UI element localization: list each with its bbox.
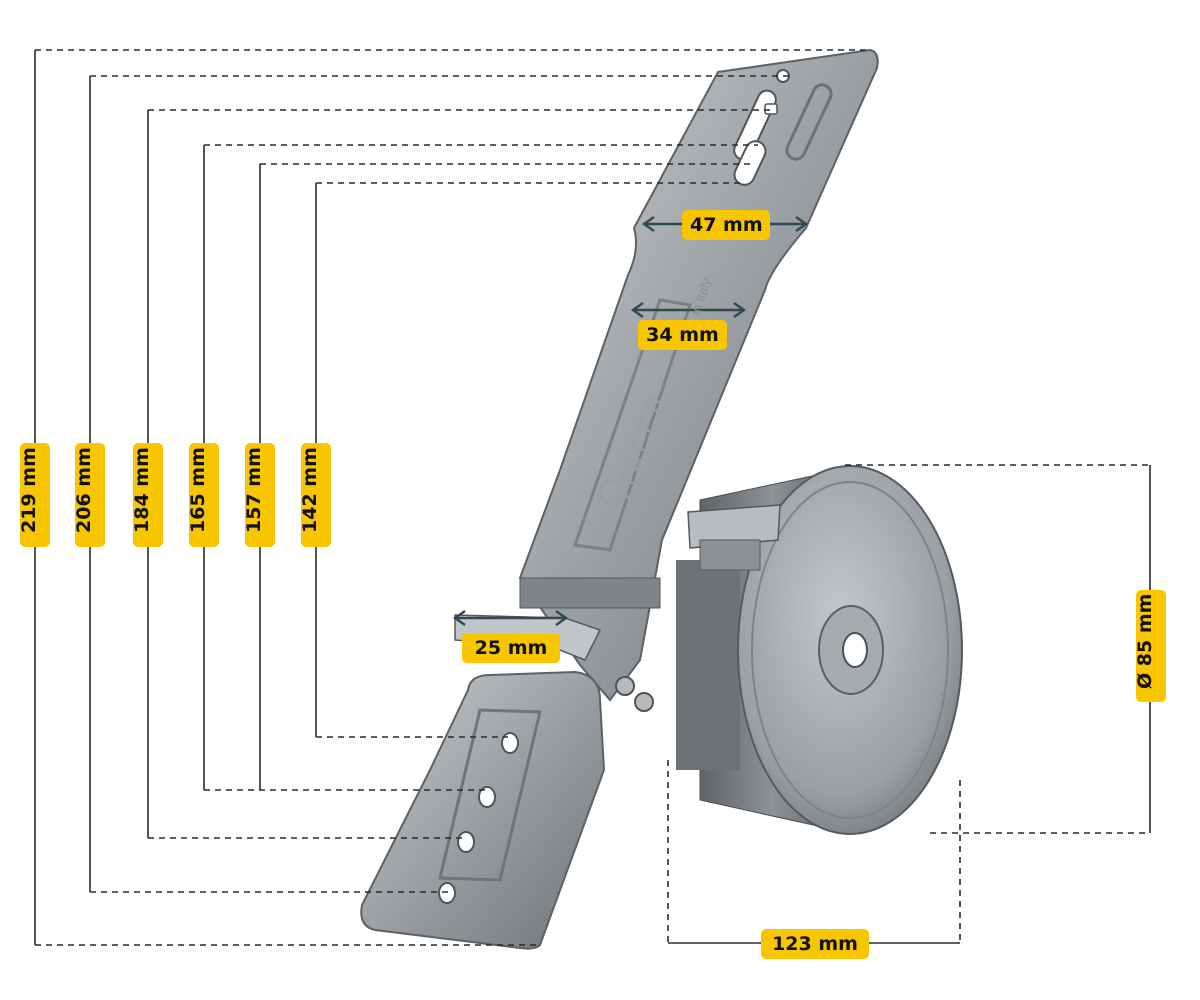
brand-logo-icon (598, 478, 626, 506)
height-label-165: 165 mm (187, 443, 219, 547)
height-label-219: 219 mm (18, 443, 50, 547)
mid-width-label: 34 mm (638, 320, 727, 350)
drum-housing (676, 560, 740, 770)
height-label-206: 206 mm (73, 443, 105, 547)
height-label-157: 157 mm (243, 443, 275, 547)
top-width-label: 47 mm (682, 210, 770, 240)
drum-axle-hole (842, 632, 868, 668)
drum-clip (687, 504, 781, 549)
height-label-142: 142 mm (299, 443, 331, 547)
base-depth-label: 123 mm (761, 929, 869, 959)
strap-winder-illustration (360, 48, 963, 950)
foot-plate (360, 670, 606, 950)
drum-diameter-label: Ø 85 mm (1134, 590, 1166, 702)
clip-width-label: 25 mm (462, 633, 560, 663)
width-arrows (452, 216, 809, 626)
height-label-184: 184 mm (131, 443, 163, 547)
mounting-plate (518, 48, 879, 702)
